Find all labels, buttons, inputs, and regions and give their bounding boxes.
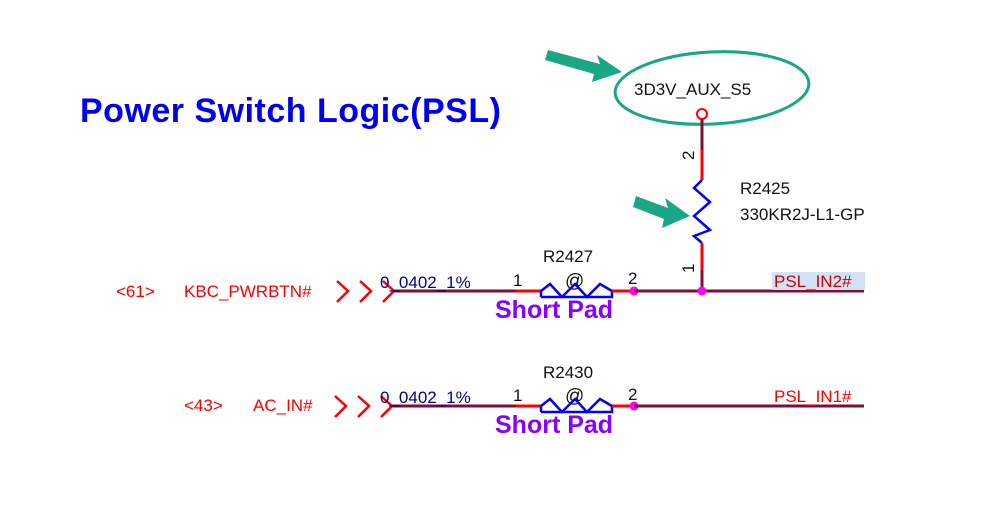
row-kbc-pwrbtn: <61> KBC_PWRBTN# 0_0402_1% 1 R2427 @ 2 P… (116, 247, 865, 324)
short-pad-symbol[interactable] (539, 397, 614, 414)
power-rail-annotation: 3D3V_AUX_S5 (545, 50, 811, 126)
net-junction-dot (697, 286, 707, 296)
page-ref[interactable]: <61> (116, 282, 155, 301)
output-net-label[interactable]: PSL_IN1# (774, 387, 852, 406)
annotation-arrow-icon (545, 50, 622, 82)
r2425-ref[interactable]: R2425 (740, 179, 790, 198)
row-ac-in: <43> AC_IN# 0_0402_1% 1 R2430 @ 2 PSL_IN… (184, 363, 864, 439)
pin-left-number: 1 (513, 386, 522, 405)
output-net-label[interactable]: PSL_IN2# (774, 272, 852, 291)
pin-right-number: 2 (628, 385, 637, 404)
variant-marker: @ (565, 271, 584, 292)
pin-left-number: 1 (513, 271, 522, 290)
page-ref[interactable]: <43> (184, 396, 223, 415)
r2425-resistor-symbol[interactable] (691, 179, 713, 244)
highlight-ellipse (613, 50, 811, 126)
variant-marker: @ (565, 386, 584, 407)
pin-right-number: 2 (628, 269, 637, 288)
power-port-icon[interactable] (696, 108, 708, 120)
short-pad-annotation: Short Pad (495, 296, 613, 324)
r2425-pin1-number: 1 (679, 264, 698, 273)
input-net-label[interactable]: KBC_PWRBTN# (184, 282, 312, 301)
footprint-label[interactable]: 0_0402_1% (380, 388, 471, 407)
short-pad-annotation: Short Pad (495, 411, 613, 439)
resistor-ref[interactable]: R2430 (543, 363, 593, 382)
resistor-ref[interactable]: R2427 (543, 247, 593, 266)
input-net-label[interactable]: AC_IN# (253, 396, 313, 415)
power-rail-net-label[interactable]: 3D3V_AUX_S5 (634, 80, 751, 99)
footprint-label[interactable]: 0_0402_1% (380, 273, 471, 292)
page-title: Power Switch Logic(PSL) (80, 92, 501, 130)
short-pad-symbol[interactable] (539, 282, 614, 299)
r2425-part-number[interactable]: 330KR2J-L1-GP (740, 205, 865, 224)
annotation-arrow-icon (633, 196, 690, 228)
r2425-pin2-number: 2 (679, 151, 698, 160)
selection-highlight (772, 272, 865, 290)
